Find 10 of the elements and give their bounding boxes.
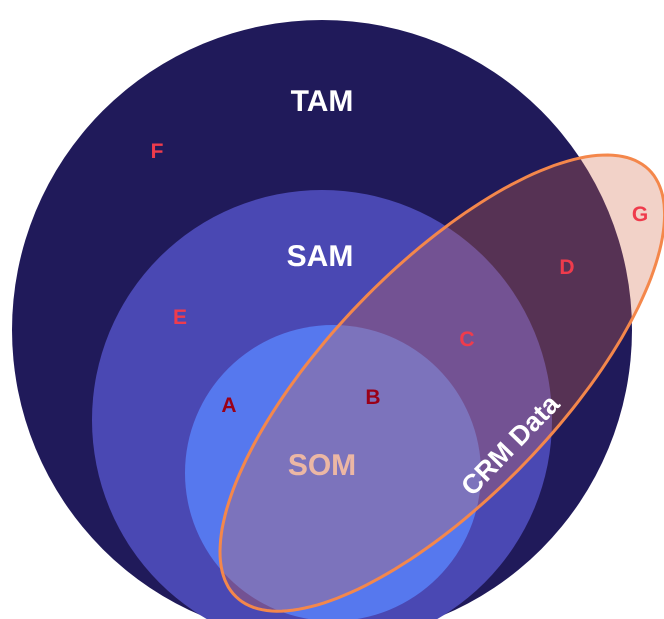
- region-letter: D: [559, 256, 575, 280]
- circle-label: SAM: [286, 240, 354, 274]
- circle-label: SOM: [288, 449, 356, 483]
- region-letter: B: [365, 386, 381, 410]
- region-letter: A: [221, 394, 237, 418]
- circle-label: TAM: [290, 85, 354, 119]
- region-letter: E: [173, 306, 187, 330]
- region-letter: F: [150, 140, 164, 164]
- region-letter: G: [632, 203, 648, 227]
- region-letter: C: [459, 328, 475, 352]
